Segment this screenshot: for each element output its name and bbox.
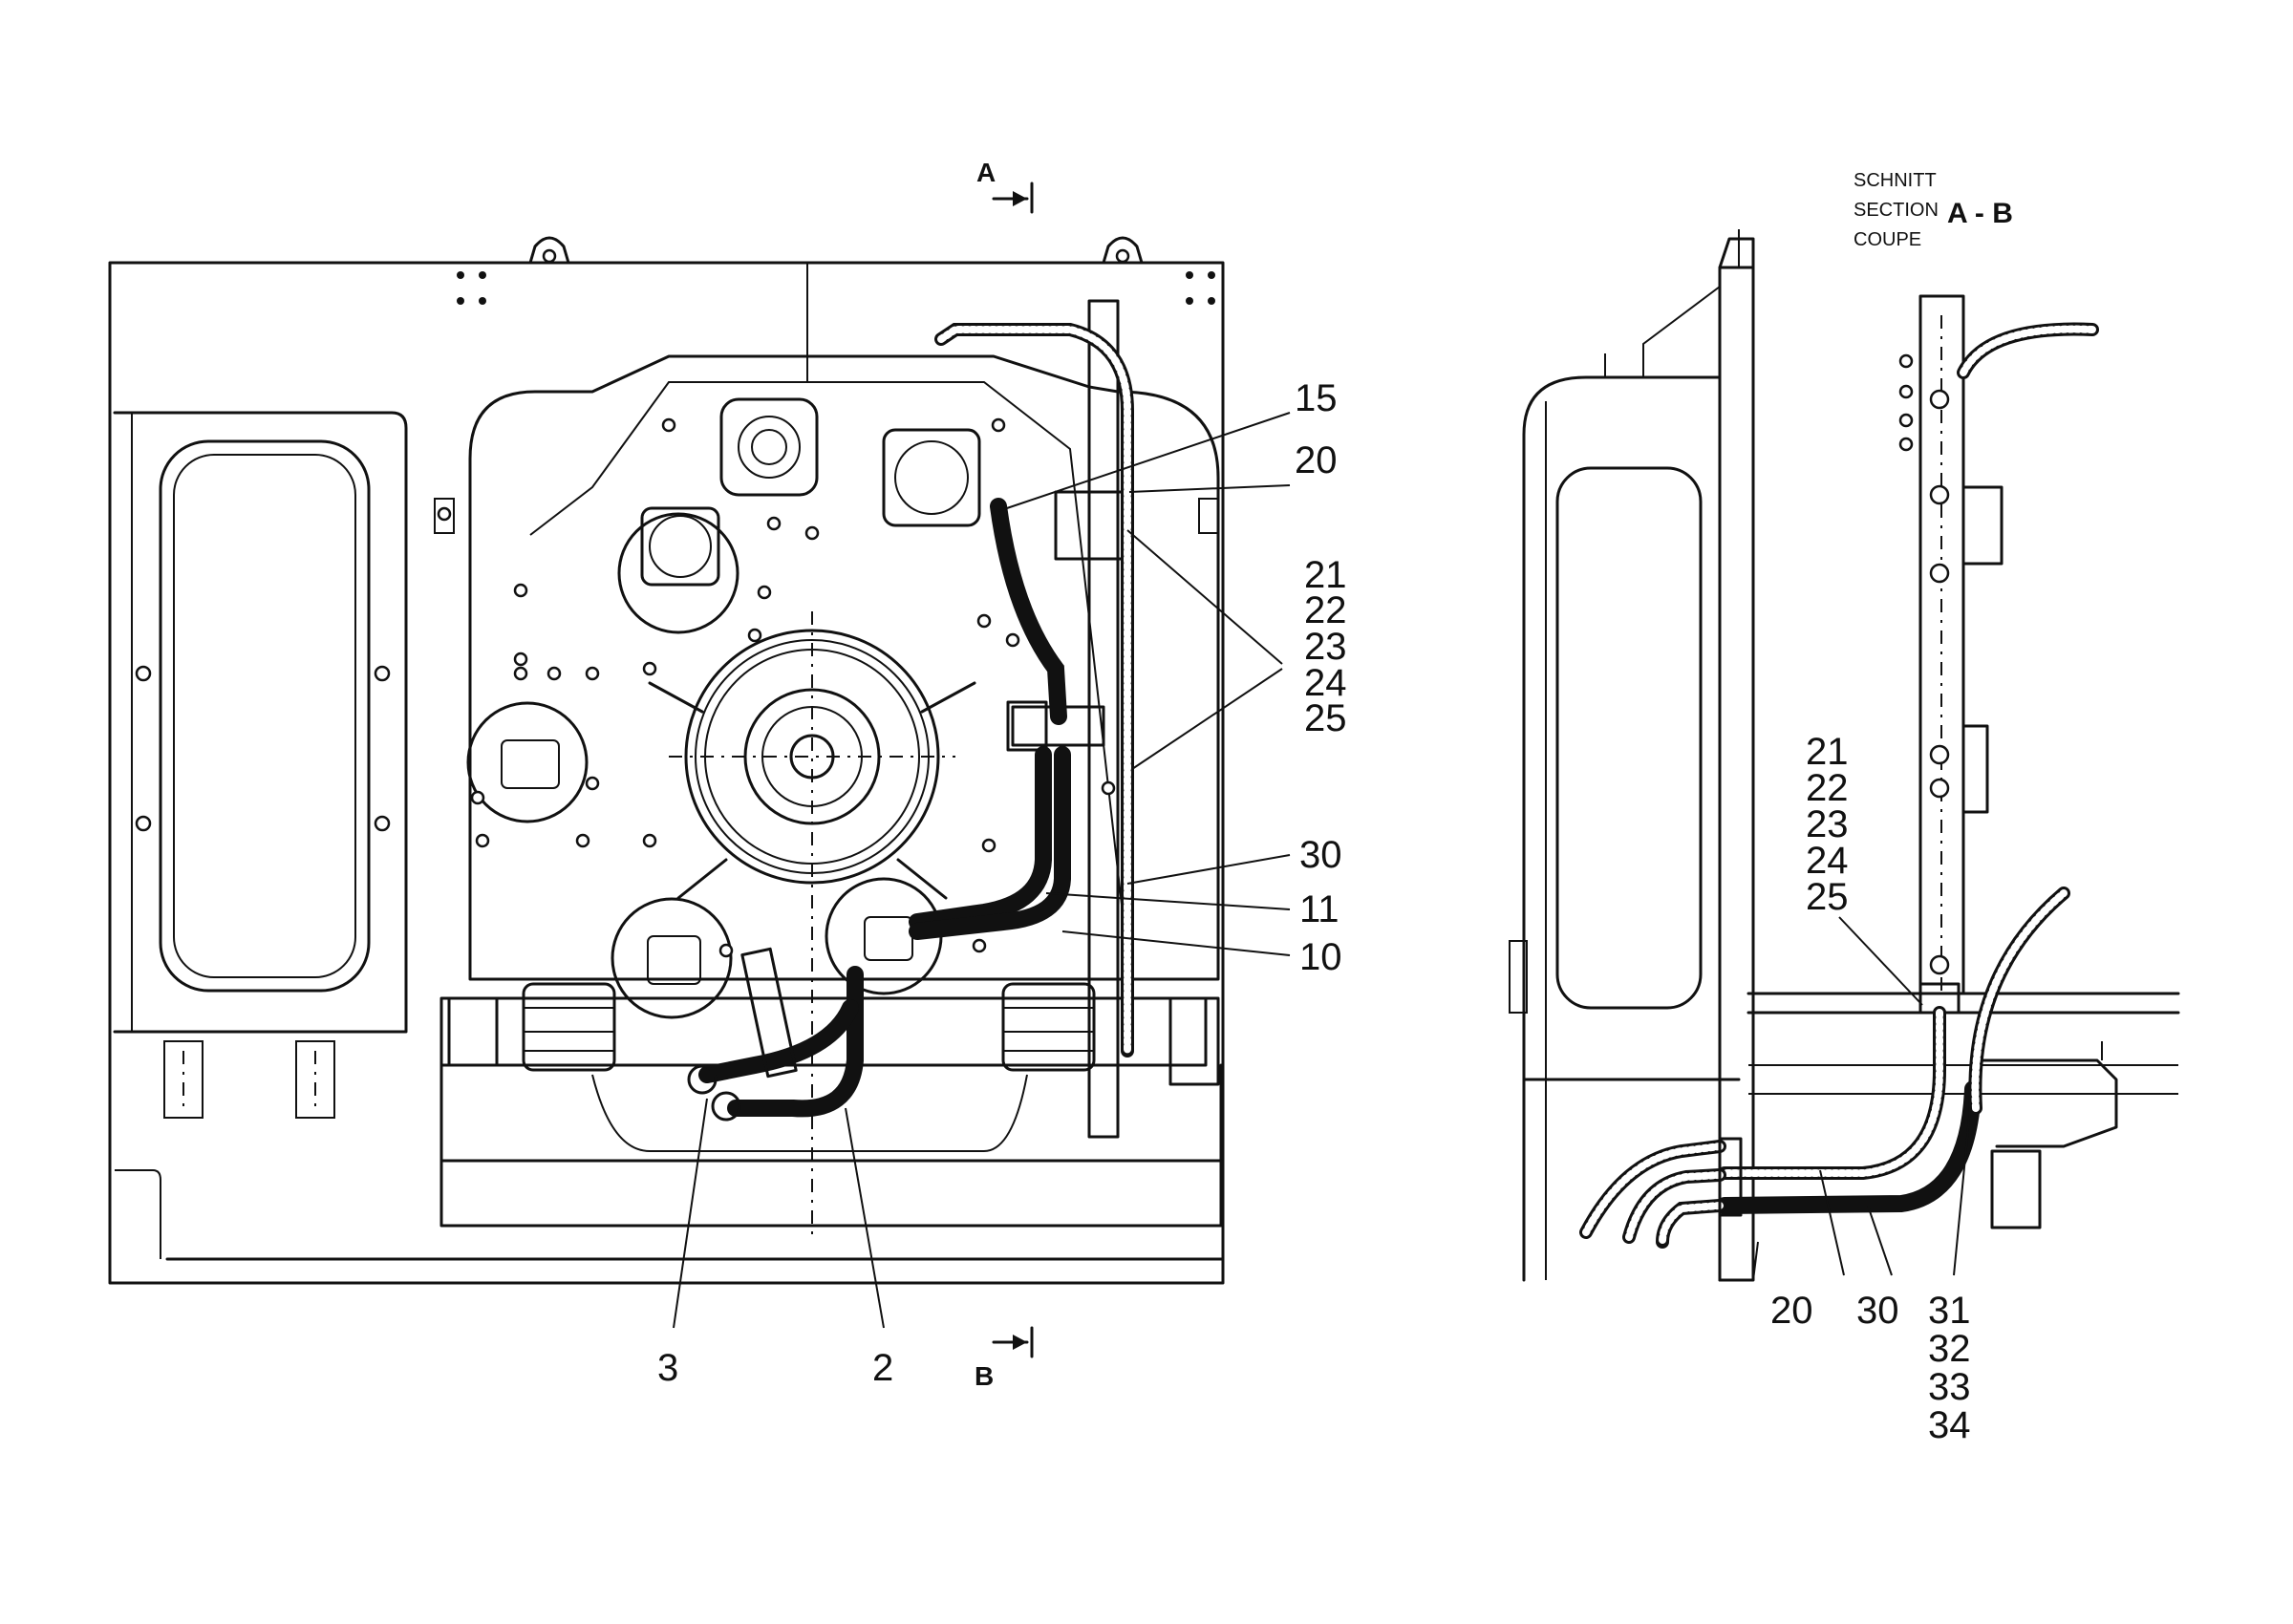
cut-marker-a-label: A: [976, 158, 996, 187]
callout-30: 30: [1299, 834, 1342, 876]
section-view: SCHNITT SECTION COUPE A - B: [1509, 170, 2180, 1446]
callout-group-31-34: 31 32 33 34: [1928, 1290, 1971, 1446]
front-view: A B 15 20 21 22 23 24 25 30 11 10 3 2: [108, 158, 1347, 1391]
cover-top-center: [719, 397, 819, 497]
callout-group-21-25: 21 22 23 24 25: [1304, 554, 1347, 739]
hose-stubs-left: [1579, 1140, 1726, 1249]
hose-top-side: [1957, 322, 2099, 379]
callout-side-22: 22: [1806, 767, 1849, 809]
side-door-panel: [113, 411, 408, 1034]
rubber-mount-right: [1001, 982, 1096, 1072]
callout-side-21: 21: [1806, 731, 1849, 773]
callout-2: 2: [872, 1347, 893, 1389]
hose-15-front: [990, 498, 1067, 725]
section-header-section: SECTION: [1854, 200, 1939, 221]
housing-side-view: [1522, 375, 1722, 1282]
callout-20: 20: [1295, 439, 1338, 481]
corner-dots-left: [457, 271, 486, 305]
casing-bolts: [437, 417, 1116, 958]
hose-2-front: [727, 966, 864, 1118]
frame-outline: [108, 261, 1225, 1285]
callout-31: 31: [1928, 1290, 1971, 1332]
housing-side-window: [1555, 466, 1703, 1010]
hose-20-side: [1718, 1006, 1946, 1180]
callout-32: 32: [1928, 1328, 1971, 1370]
callout-34: 34: [1928, 1404, 1971, 1446]
gearbox-housing: [468, 354, 1220, 981]
vertical-bracket: [1087, 299, 1120, 1139]
cover-left: [466, 701, 589, 823]
lifting-eye-right: [1102, 236, 1144, 265]
hose-30-side: [1716, 1080, 1982, 1214]
callout-10: 10: [1299, 936, 1342, 978]
callout-24: 24: [1304, 662, 1347, 704]
callout-25: 25: [1304, 697, 1347, 739]
door-window: [159, 439, 371, 993]
callout-22: 22: [1304, 589, 1347, 631]
hose-20-front: [934, 323, 1134, 1058]
callout-33: 33: [1928, 1366, 1971, 1408]
rubber-mount-left: [522, 982, 616, 1072]
callout-side-23: 23: [1806, 803, 1849, 845]
callout-side-20: 20: [1770, 1290, 1813, 1332]
callout-15: 15: [1295, 377, 1338, 419]
main-flange: [669, 611, 955, 1242]
section-header: SCHNITT SECTION COUPE A - B: [1854, 170, 2013, 250]
callout-side-24: 24: [1806, 840, 1849, 882]
callout-side-30: 30: [1856, 1290, 1899, 1332]
section-header-coupe: COUPE: [1854, 229, 1921, 250]
callout-23: 23: [1304, 626, 1347, 668]
hose-3-front: [698, 999, 859, 1083]
leader-lines-front: [673, 412, 1291, 1329]
section-header-schnitt: SCHNITT: [1854, 170, 1937, 191]
callout-21: 21: [1304, 554, 1347, 596]
cover-upper-left: [617, 506, 739, 634]
callout-3: 3: [657, 1347, 678, 1389]
cut-marker-a: A: [976, 158, 1034, 214]
hose-11-front: [909, 746, 1052, 930]
cover-top-right: [882, 428, 981, 527]
corner-dots-right: [1186, 271, 1215, 305]
callout-group-side-21-25: 21 22 23 24 25: [1806, 731, 1849, 918]
callout-side-25: 25: [1806, 876, 1849, 918]
leader-lines-side: [1819, 916, 1971, 1276]
hose-10-front: [909, 746, 1071, 940]
section-header-id: A - B: [1947, 198, 2013, 229]
bracket-side-view: [1918, 294, 1965, 995]
hose-31-side: [1968, 887, 2070, 1115]
base-frame: [439, 996, 1208, 1067]
cover-lower-left: [611, 897, 733, 1019]
callout-11: 11: [1299, 888, 1339, 930]
lifting-eye-left: [528, 236, 570, 265]
pump-link: [740, 947, 798, 1079]
cut-marker-b: B: [975, 1326, 1034, 1391]
cut-marker-b-label: B: [975, 1361, 994, 1391]
